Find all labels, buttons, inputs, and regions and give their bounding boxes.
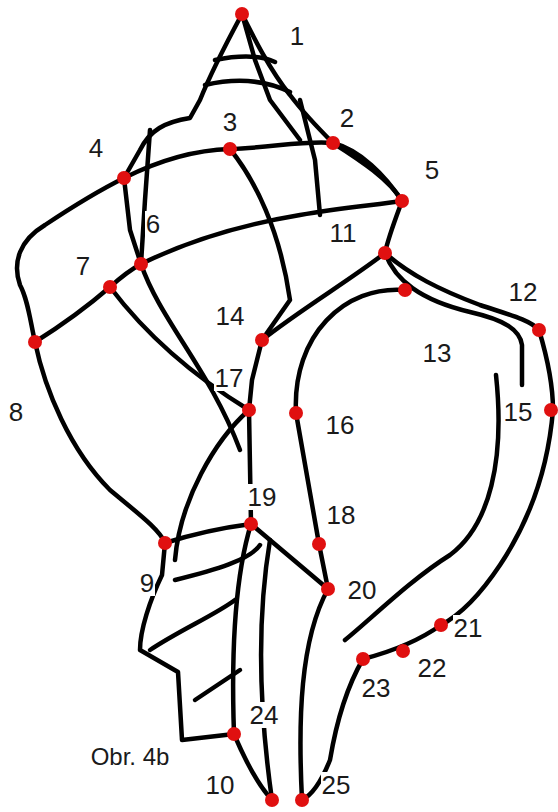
callout-number: 17 <box>214 365 245 391</box>
callout-number: 21 <box>453 615 484 641</box>
callout-number: 12 <box>508 279 539 305</box>
callout-number: 22 <box>417 655 448 681</box>
callout-number: 25 <box>321 772 352 798</box>
callout-number: 5 <box>424 157 440 183</box>
callout-number: 16 <box>325 412 356 438</box>
callout-number: 4 <box>88 135 104 161</box>
figure-caption: Obr. 4b <box>89 745 172 769</box>
callout-number: 23 <box>361 675 392 701</box>
callout-number: 1 <box>289 23 305 49</box>
callout-number: 7 <box>75 253 91 279</box>
callout-number: 18 <box>326 502 357 528</box>
callout-number: 8 <box>8 399 24 425</box>
callout-number: 20 <box>347 577 378 603</box>
callout-number: 10 <box>205 772 236 798</box>
callout-number: 24 <box>249 702 280 728</box>
callout-number: 13 <box>422 340 453 366</box>
callout-number: 9 <box>139 570 155 596</box>
callout-number: 11 <box>329 220 358 246</box>
callout-number: 14 <box>215 303 246 329</box>
callout-number: 19 <box>247 484 278 510</box>
callout-number: 6 <box>145 211 161 237</box>
callout-number: 2 <box>339 105 355 131</box>
callout-number: 15 <box>503 399 534 425</box>
callout-number: 3 <box>222 109 238 135</box>
